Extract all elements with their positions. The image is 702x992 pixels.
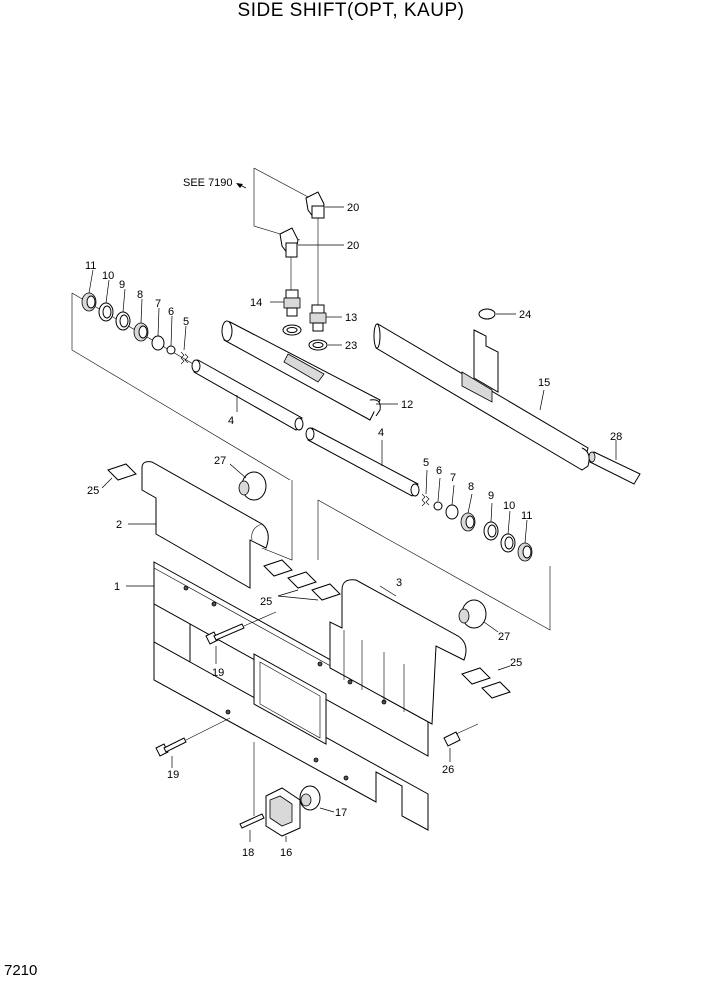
bushing-27-upper — [229, 463, 293, 561]
callout-11-left: 11 — [85, 260, 96, 272]
callout-7-right: 7 — [450, 472, 456, 484]
pads-25-middle — [263, 559, 341, 601]
slide-pad-28 — [588, 440, 641, 485]
callout-27-upper: 27 — [214, 455, 226, 467]
fitting-13 — [309, 304, 342, 332]
seal-stack-left — [71, 269, 291, 481]
callout-10-left: 10 — [102, 270, 114, 282]
callout-8-right: 8 — [468, 481, 474, 493]
pads-25-right — [461, 665, 511, 699]
callout-15: 15 — [538, 377, 550, 389]
grease-fitting-26 — [443, 723, 479, 762]
callout-11-right: 11 — [521, 510, 532, 522]
bracket-2 — [128, 461, 269, 589]
callout-19-lower: 19 — [167, 769, 179, 781]
callout-6-right: 6 — [436, 465, 442, 477]
callout-20-lower: 20 — [347, 240, 359, 252]
callout-13: 13 — [345, 312, 357, 324]
callout-8-left: 8 — [137, 289, 143, 301]
callout-18: 18 — [242, 847, 254, 859]
callout-5-right: 5 — [423, 457, 429, 469]
bushing-27-lower — [458, 599, 499, 633]
page-number: 7210 — [4, 962, 38, 979]
callout-4-right: 4 — [378, 427, 384, 439]
pad-25-upper-left — [101, 463, 137, 489]
callout-1: 1 — [114, 581, 120, 593]
reference-label: SEE 7190 — [183, 177, 233, 189]
callout-12: 12 — [401, 399, 413, 411]
callout-6-left: 6 — [168, 306, 174, 318]
elbow-fitting-lower — [279, 227, 344, 258]
callout-23: 23 — [345, 340, 357, 352]
callout-27-lower: 27 — [498, 631, 510, 643]
callout-25-right: 25 — [510, 657, 522, 669]
callout-17: 17 — [335, 807, 347, 819]
callout-19-upper: 19 — [212, 667, 224, 679]
callout-25-middle: 25 — [260, 596, 272, 608]
seal-stack-right — [317, 469, 551, 631]
callout-26: 26 — [442, 764, 454, 776]
callout-9-right: 9 — [488, 490, 494, 502]
callout-20-upper: 20 — [347, 202, 359, 214]
bracket-3 — [329, 579, 467, 725]
bolt-19-lower — [155, 717, 231, 768]
callout-5-left: 5 — [183, 316, 189, 328]
callout-28: 28 — [610, 431, 622, 443]
callout-3: 3 — [396, 577, 402, 589]
callout-7-left: 7 — [155, 298, 161, 310]
callout-10-right: 10 — [503, 500, 515, 512]
callout-25-upper-left: 25 — [87, 485, 99, 497]
elbow-fitting-upper — [305, 191, 344, 219]
bolt-19-upper — [205, 611, 277, 664]
piston-rod-left — [191, 359, 304, 431]
diagram-title: SIDE SHIFT(OPT, KAUP) — [237, 0, 465, 21]
callout-24: 24 — [519, 309, 531, 321]
cover-15 — [373, 308, 590, 471]
lock-assembly — [239, 742, 335, 842]
callout-9-left: 9 — [119, 279, 125, 291]
callout-14: 14 — [250, 297, 262, 309]
carriage-plate-1 — [126, 561, 429, 831]
callout-4-left: 4 — [228, 415, 234, 427]
callout-16: 16 — [280, 847, 292, 859]
piston-rod-right — [305, 427, 420, 497]
cylinder-12 — [221, 320, 398, 421]
fitting-14 — [270, 289, 301, 317]
callout-2: 2 — [116, 519, 122, 531]
